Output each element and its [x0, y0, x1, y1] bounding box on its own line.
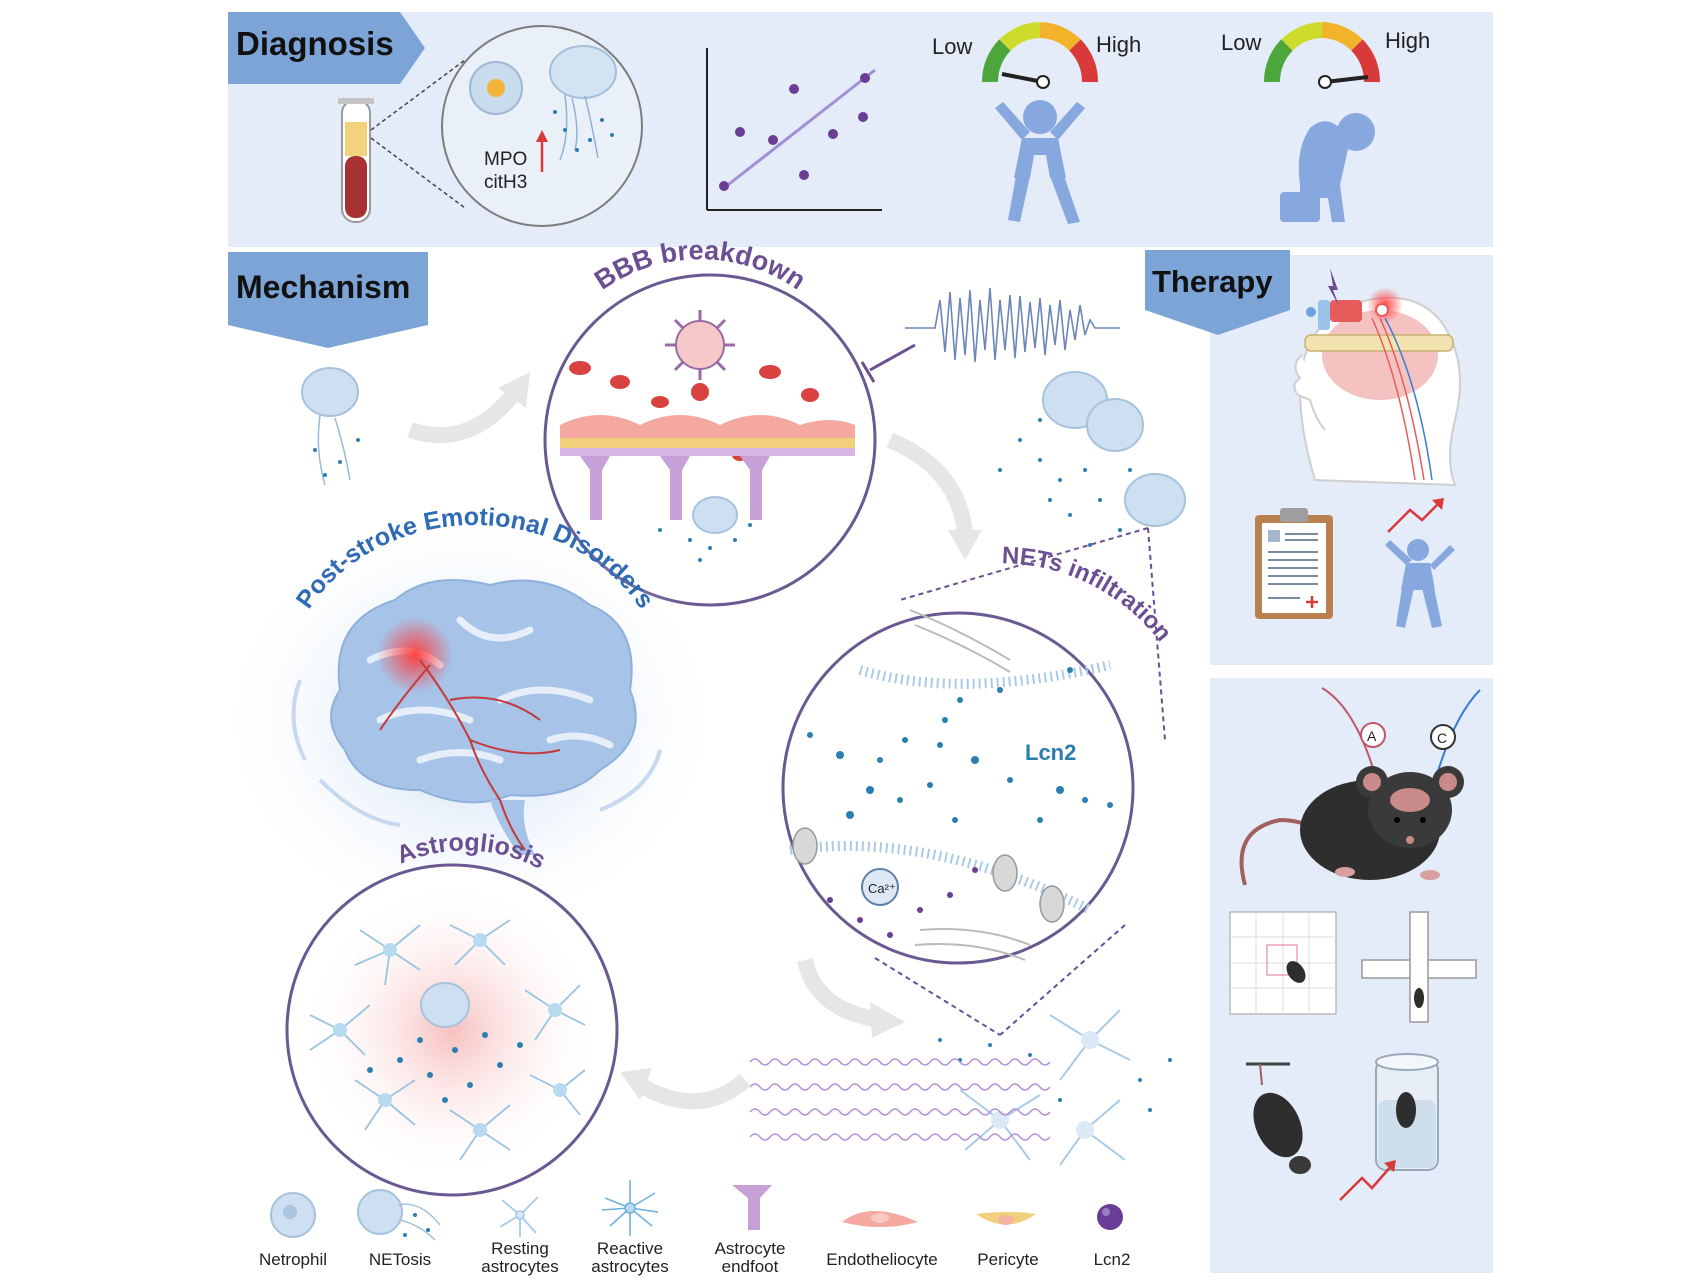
endfoot-icon — [580, 456, 770, 520]
electrode-a-label: A — [1367, 728, 1377, 744]
mechanism-section: Mechanism BBB breakdown — [210, 235, 1186, 1197]
correlation-plot — [706, 48, 882, 211]
netosis-icon — [420, 982, 470, 1028]
open-field-test-icon — [1229, 911, 1337, 1015]
flow-arrow — [635, 1073, 751, 1110]
forced-swim-test-icon — [1375, 1053, 1439, 1171]
reactive-astrocyte-somas — [333, 933, 567, 1137]
therapy-title: Therapy — [1152, 264, 1273, 299]
ion-channel-icon — [792, 827, 1065, 923]
neutrophil-icon — [301, 367, 360, 486]
therapy-banner — [1145, 250, 1290, 335]
marker-mpo: MPO — [484, 149, 527, 170]
resting-astrocyte-icon — [499, 1196, 539, 1237]
diagnosis-banner — [228, 12, 425, 84]
mouse-eeg-icon: A C — [1239, 687, 1481, 886]
lcn2-particles — [938, 1038, 1172, 1112]
legend-label-0: Netrophil — [259, 1250, 327, 1269]
lcn2-particles — [807, 667, 1113, 823]
netosis-icon — [549, 45, 617, 161]
brain-icon — [330, 579, 637, 855]
plus-maze-icon — [1361, 911, 1477, 1023]
legend-label-2a: Resting — [491, 1239, 549, 1258]
tail-suspension-icon — [1246, 1062, 1311, 1174]
lcn2-dot-icon — [1097, 1204, 1123, 1230]
recovering-person-icon — [1385, 539, 1455, 628]
legend-label-7: Lcn2 — [1094, 1250, 1131, 1269]
legend-label-3b: astrocytes — [591, 1257, 668, 1276]
calcium-label: Ca²⁺ — [868, 881, 896, 896]
legend-label-2b: astrocytes — [481, 1257, 558, 1276]
calcium-ion — [861, 868, 899, 906]
gauge-left-high: High — [1096, 32, 1141, 57]
endothelial-layer — [560, 415, 855, 456]
astrocyte-somas — [991, 1031, 1099, 1139]
legend-label-4b: endfoot — [722, 1257, 779, 1276]
severity-gauge-high: Low High — [1221, 22, 1430, 89]
reactive-astrocyte-icon — [601, 1180, 659, 1236]
flow-arrow — [407, 386, 522, 444]
pericyte-icon — [976, 1212, 1036, 1225]
legend: Netrophil NETosis Resting astrocytes Rea… — [259, 1180, 1130, 1276]
endothelial-cell-icon — [842, 1211, 918, 1227]
blood-tube-icon — [338, 98, 374, 223]
lcn2-label: Lcn2 — [1025, 740, 1076, 765]
gauge-right-low: Low — [1221, 30, 1261, 55]
lcn2-particles — [367, 1032, 523, 1103]
legend-label-5: Endotheliocyte — [826, 1250, 938, 1269]
severity-gauge-low: Low High — [932, 22, 1141, 89]
diagnosis-panel: Diagnosis MPO citH3 — [228, 12, 1493, 247]
legend-label-1: NETosis — [369, 1250, 431, 1269]
legend-label-3a: Reactive — [597, 1239, 663, 1258]
netosis-icon — [658, 496, 752, 562]
pericyte-icon — [665, 310, 735, 380]
neutrophil-icon — [469, 61, 523, 115]
neural-waves — [749, 1058, 1051, 1141]
mechanism-banner — [228, 252, 428, 348]
legend-label-6: Pericyte — [977, 1250, 1038, 1269]
inhibition-line — [869, 343, 916, 372]
eeg-wave — [905, 287, 1120, 363]
clipboard-icon — [1255, 508, 1333, 619]
netosis-icon — [357, 1189, 441, 1241]
marker-cith3: citH3 — [484, 172, 527, 193]
flow-arrow — [797, 958, 882, 1028]
tdcs-head-icon — [1293, 268, 1461, 487]
neutrophil-icon — [270, 1192, 316, 1238]
sad-person-icon — [1280, 113, 1375, 222]
increase-arrow-icon — [536, 130, 548, 172]
mechanism-title: Mechanism — [236, 269, 410, 305]
flow-arrow — [886, 432, 973, 536]
blood-sample-magnifier — [441, 25, 643, 227]
endfoot-icon — [732, 1185, 772, 1230]
trend-up-icon — [1339, 1164, 1393, 1201]
nets-cluster — [998, 371, 1186, 547]
nets-infiltration-circle — [781, 611, 1135, 965]
gauge-left-low: Low — [932, 34, 972, 59]
lcn2-internalized — [827, 867, 978, 938]
trend-up-icon — [1387, 501, 1441, 533]
electrode-c-label: C — [1437, 730, 1447, 746]
gauge-right-high: High — [1385, 28, 1430, 53]
happy-person-icon — [995, 100, 1085, 224]
legend-label-4a: Astrocyte — [715, 1239, 786, 1258]
therapy-section: Therapy — [1145, 250, 1493, 1273]
resting-astrocyte-cluster — [959, 1009, 1131, 1166]
diagnosis-title: Diagnosis — [236, 25, 394, 62]
